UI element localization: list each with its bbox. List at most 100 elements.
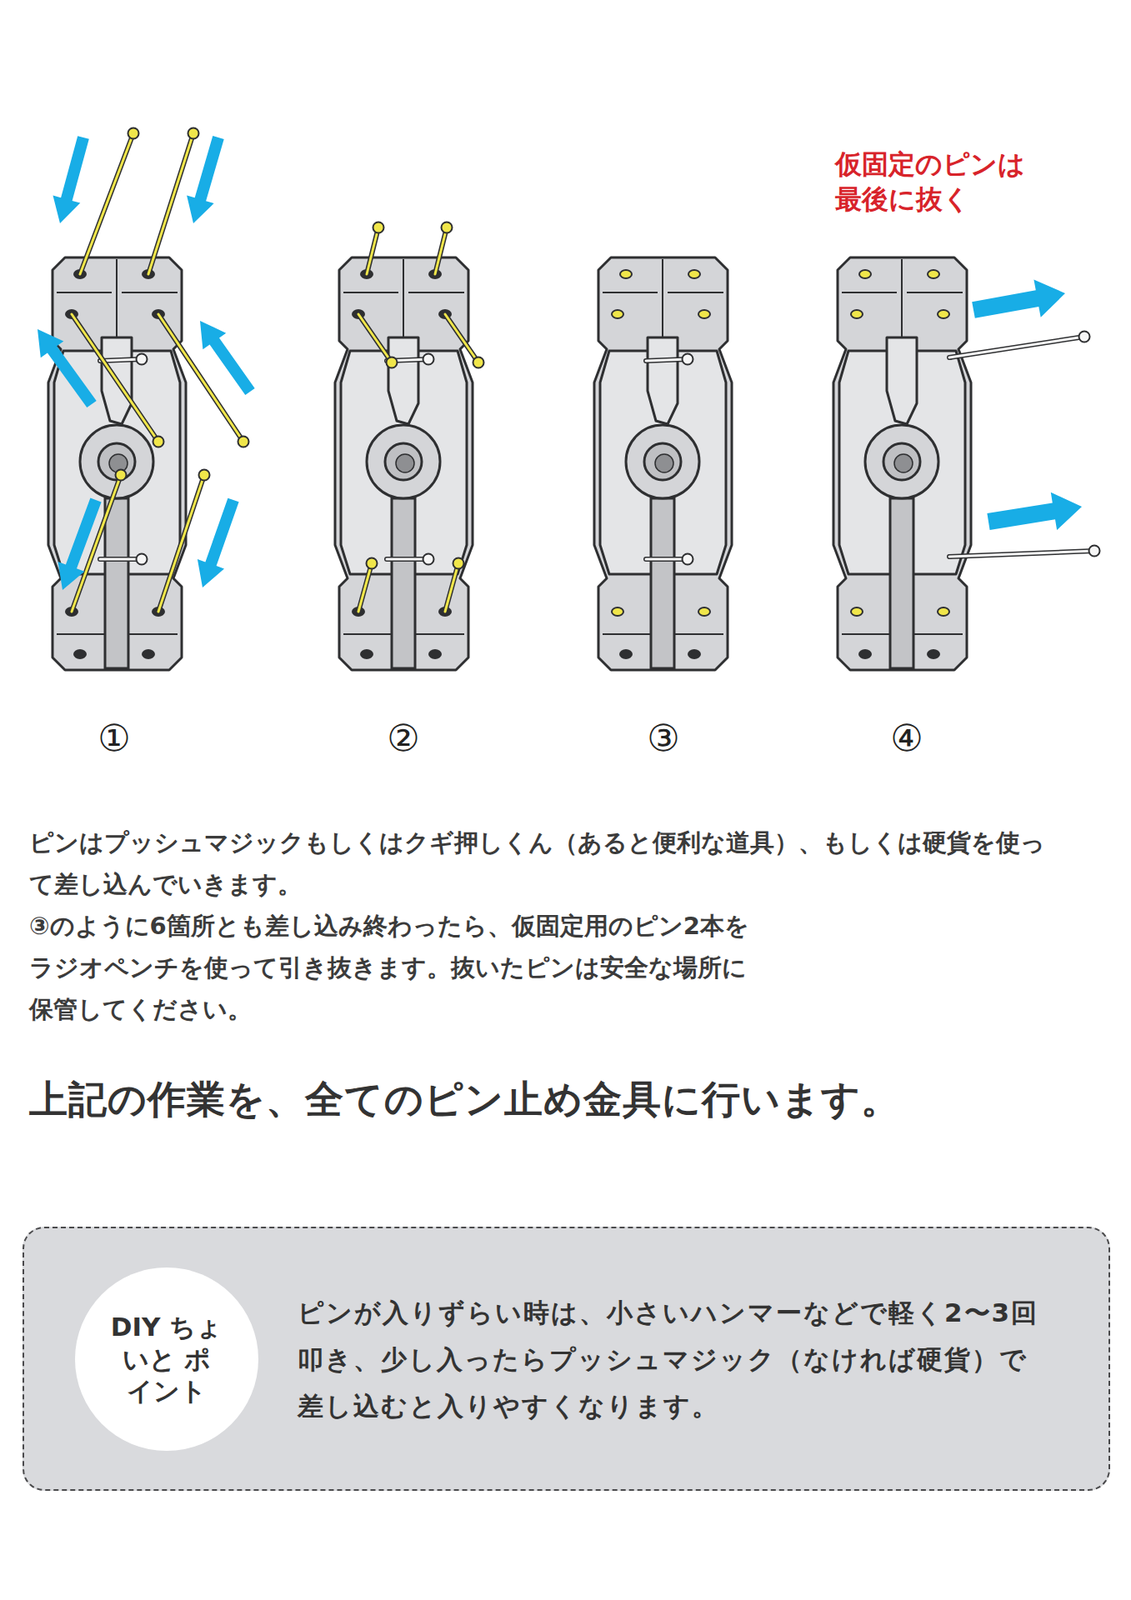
bracket-tongue: [388, 337, 419, 425]
bracket-slot: [650, 498, 675, 669]
bracket-slot: [391, 498, 416, 669]
pin: [645, 354, 694, 366]
pin: [445, 558, 465, 613]
pin-head: [386, 357, 398, 369]
pin-shaft: [949, 550, 1095, 557]
pin-head: [453, 558, 465, 570]
pin-head: [850, 607, 863, 616]
pin-head: [423, 554, 435, 566]
pin-shaft: [158, 314, 244, 442]
pin-shaft-outline: [435, 227, 447, 275]
pin-shaft-outline: [148, 133, 194, 275]
screw-hole: [98, 443, 136, 481]
pin-hole: [142, 650, 155, 659]
pin-shaft-outline: [100, 359, 142, 361]
pin-hole: [688, 650, 701, 659]
pin-head: [115, 470, 127, 481]
screw-hole: [385, 443, 422, 481]
pin-bracket: [335, 257, 473, 671]
direction-arrow: [37, 329, 97, 408]
pin-head: [1079, 331, 1091, 343]
step-number: ②: [386, 716, 420, 760]
pin-head: [366, 558, 378, 570]
pin-head: [682, 354, 694, 366]
bracket-plate: [335, 257, 473, 671]
screw-hole-inner: [395, 454, 415, 473]
pin-head: [611, 607, 624, 616]
bracket-slot: [105, 498, 129, 669]
pin-head: [859, 270, 871, 279]
pin: [949, 331, 1091, 359]
heading: 上記の作業を、全てのピン止め金具に行います。: [29, 1075, 901, 1126]
pin-shaft-outline: [949, 550, 1095, 557]
pin-head: [188, 128, 200, 140]
pin-head: [611, 310, 624, 319]
pin-shaft-outline: [949, 336, 1085, 358]
pin: [386, 554, 435, 566]
pin: [71, 314, 165, 448]
screw-hole: [644, 443, 681, 481]
pin-shaft-outline: [445, 563, 459, 612]
pin: [445, 314, 485, 369]
bracket-plate: [833, 257, 971, 671]
pin-head: [850, 310, 863, 319]
pin-shaft: [71, 314, 159, 442]
pin-shaft-outline: [71, 314, 159, 442]
pin-shaft-outline: [366, 227, 379, 275]
bracket-tongue: [647, 337, 678, 425]
pin: [358, 558, 378, 613]
pin-shaft-outline: [158, 314, 244, 442]
pin-head: [1089, 545, 1101, 557]
pin-head: [682, 554, 694, 566]
pin-head: [238, 436, 250, 448]
screw-hole-inner: [655, 454, 674, 473]
pin-shaft-outline: [80, 133, 134, 275]
pin-shaft: [358, 314, 392, 363]
pin-head: [937, 607, 950, 616]
pin-bracket: [833, 257, 971, 671]
bracket-plate: [594, 257, 732, 671]
pin-hole: [429, 650, 441, 659]
pin-head: [937, 310, 950, 319]
pin: [158, 470, 211, 613]
bracket-plate: [48, 257, 186, 671]
tip-box: ピンが入りずらい時は、小さいハンマーなどで軽く2〜3回叩き、少し入ったらプッシュ…: [22, 1226, 1111, 1492]
direction-arrow: [986, 492, 1082, 531]
bracket-boss: [865, 425, 939, 499]
pin-hole: [360, 650, 373, 659]
point-badge-text: DIY ちょいと ポイント: [110, 1311, 224, 1408]
tip-box-text: ピンが入りずらい時は、小さいハンマーなどで軽く2〜3回叩き、少し入ったらプッシュ…: [297, 1289, 1048, 1430]
pin-shaft: [358, 563, 372, 612]
bracket-tongue: [886, 337, 917, 425]
pin-head: [136, 354, 148, 366]
bracket-slot: [890, 498, 914, 669]
pin-head: [688, 270, 701, 279]
step-number: ④: [890, 716, 923, 760]
pin-head: [473, 357, 485, 369]
pin-head: [199, 470, 211, 481]
step-number: ①: [97, 716, 131, 760]
pin-shaft-outline: [358, 314, 392, 363]
pin-shaft: [445, 314, 479, 363]
pin-head: [153, 436, 165, 448]
pin: [949, 545, 1101, 558]
pin-shaft: [949, 336, 1085, 358]
pin-head: [698, 310, 711, 319]
pin-head: [927, 270, 940, 279]
screw-hole-inner: [894, 454, 913, 473]
step-number: ③: [646, 716, 680, 760]
bracket-boss: [625, 425, 700, 499]
direction-arrow: [200, 320, 256, 396]
pin-head: [441, 222, 453, 234]
pin-hole: [620, 650, 632, 659]
warning-note: 仮固定のピンは最後に抜く: [835, 146, 1033, 217]
pin: [100, 554, 148, 566]
pin-head: [128, 128, 140, 140]
pin-head: [373, 222, 385, 234]
pin-hole: [859, 650, 871, 659]
pin-hole: [74, 650, 86, 659]
pin-shaft: [148, 133, 194, 275]
point-badge: DIY ちょいと ポイント: [75, 1267, 259, 1452]
direction-arrow: [197, 498, 240, 588]
